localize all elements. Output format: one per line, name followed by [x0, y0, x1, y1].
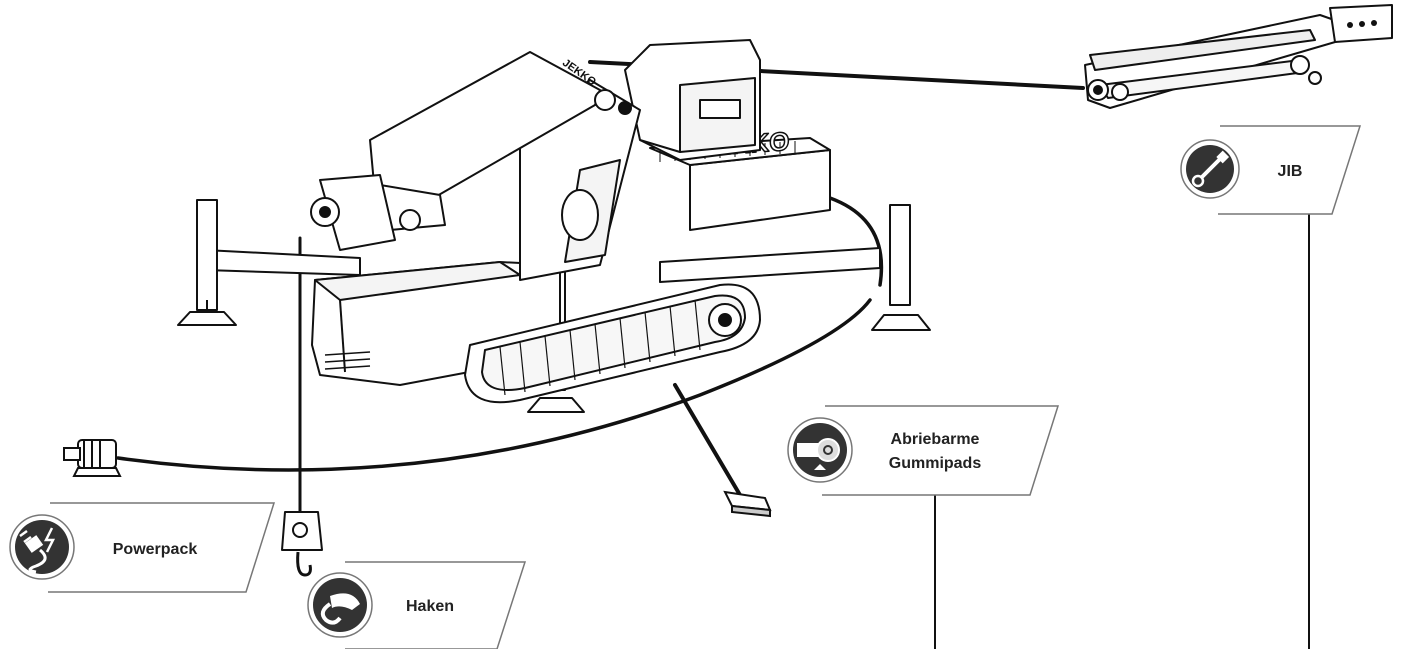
tag-haken-label: Haken	[406, 598, 454, 615]
jib-accessory-drawing	[1084, 4, 1393, 109]
power-plug-icon	[15, 520, 69, 574]
connector-lines	[116, 60, 1310, 649]
powerpack-cable	[116, 298, 872, 472]
hook-block	[281, 511, 323, 577]
pad-connector	[673, 383, 742, 497]
hook-icon	[313, 578, 367, 632]
jekko-spider-crane: JEKKO JEKKO	[177, 39, 931, 577]
tag-jib-label: JIB	[1278, 163, 1303, 180]
tag-powerpack[interactable]: Powerpack	[9, 502, 276, 593]
jib-boom-icon	[1186, 145, 1234, 193]
crawler-track	[464, 283, 761, 404]
rubber-pad-track-icon	[793, 423, 847, 477]
outrigger-right	[659, 204, 931, 331]
tag-haken[interactable]: Haken	[307, 561, 527, 649]
main-boom: JEKKO	[310, 51, 632, 251]
tag-gummipads-label-line2: Gummipads	[889, 455, 982, 472]
powerpack-motor-drawing	[63, 439, 122, 477]
engine-box	[624, 39, 761, 161]
outrigger-left	[177, 199, 361, 326]
tag-jib[interactable]: JIB	[1180, 125, 1362, 215]
tag-powerpack-label: Powerpack	[113, 541, 198, 558]
tag-gummipads[interactable]: Abriebarme Gummipads	[787, 405, 1060, 496]
tag-gummipads-label-line1: Abriebarme	[891, 431, 980, 448]
vent-grille	[324, 351, 371, 370]
outrigger-cable	[828, 196, 884, 287]
rubber-pad-drawing	[723, 490, 772, 518]
